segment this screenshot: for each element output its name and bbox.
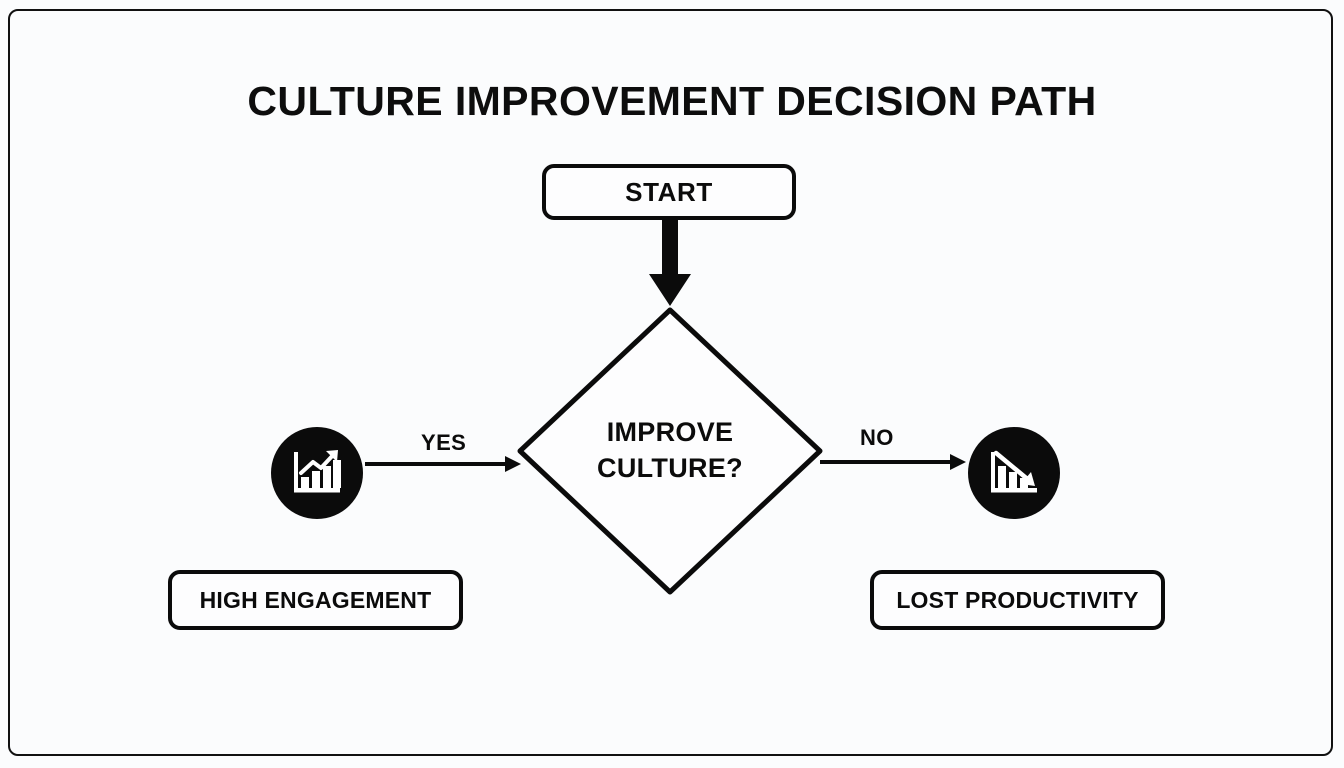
edge-label-no: NO [860,425,894,450]
node-lost-productivity[interactable]: LOST PRODUCTIVITY [870,570,1165,630]
node-decision[interactable]: IMPROVE CULTURE? [512,302,828,600]
node-decision-label-line1: IMPROVE [606,417,734,448]
outer-frame [8,9,1333,756]
page-title: CULTURE IMPROVEMENT DECISION PATH [247,78,1097,124]
edge-no-arrow [820,450,970,479]
node-high-engagement[interactable]: HIGH ENGAGEMENT [168,570,463,630]
edge-yes-arrow [365,452,525,481]
bar-chart-up-icon[interactable] [271,427,363,519]
node-decision-label: IMPROVE CULTURE? [512,302,828,600]
node-lost-productivity-label: LOST PRODUCTIVITY [896,586,1139,613]
node-start[interactable]: START [542,164,796,220]
bar-chart-down-icon[interactable] [968,427,1060,519]
node-high-engagement-label: HIGH ENGAGEMENT [199,586,432,613]
node-start-label: START [625,176,713,207]
node-decision-label-line2: CULTURE? [597,453,743,483]
edge-start-to-decision [640,216,700,313]
edge-label-yes: YES [421,430,467,455]
